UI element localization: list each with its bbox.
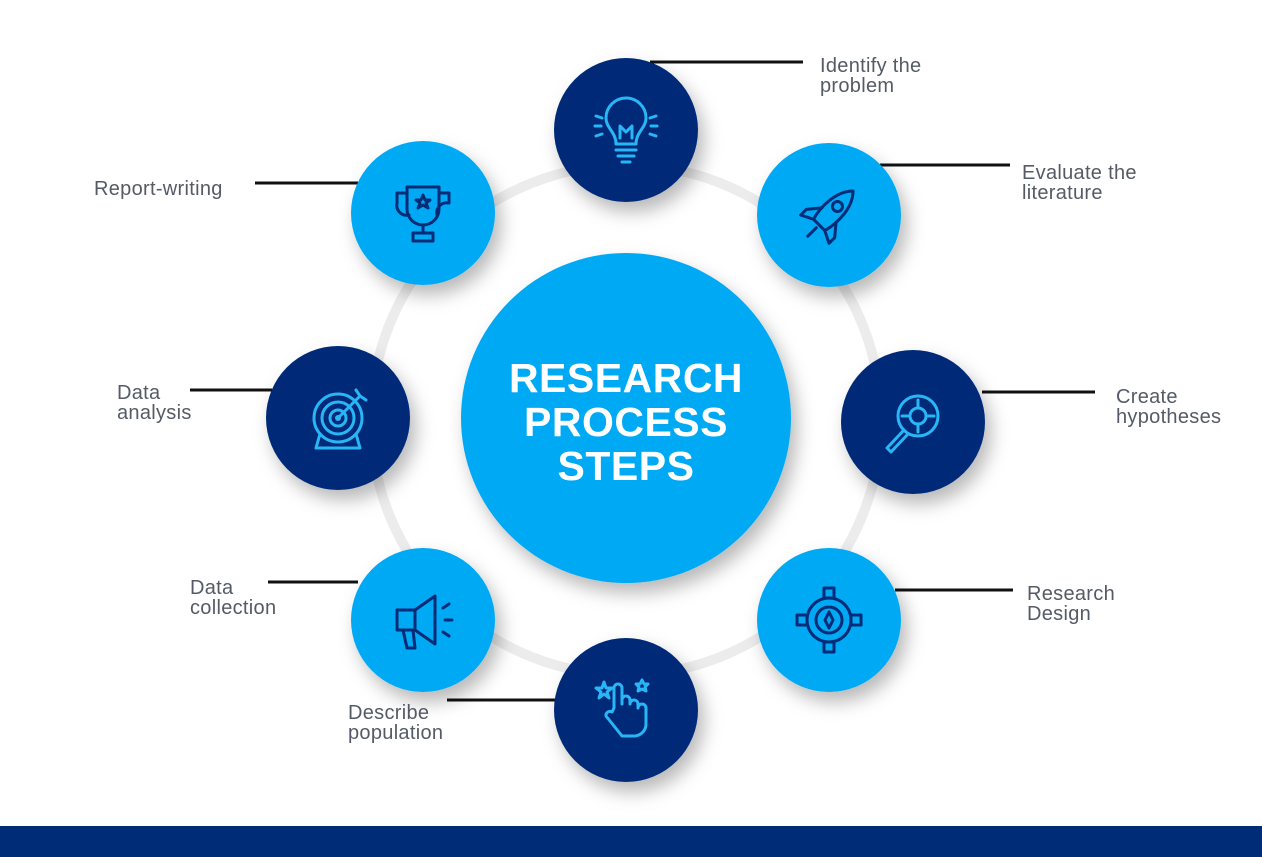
label-line: literature [1022, 182, 1103, 204]
label-report-writing: Report-writing [94, 179, 223, 199]
step-circle-collection [351, 548, 495, 692]
label-line: hypotheses [1116, 406, 1222, 428]
label-line: Report-writing [94, 178, 223, 200]
center-circle [461, 253, 791, 583]
footer-bar [0, 826, 1262, 857]
label-line: Design [1027, 603, 1092, 625]
title-line-2: PROCESS [524, 399, 728, 445]
label-line: Data [117, 382, 161, 404]
label-line: Identify the [820, 55, 922, 77]
step-circle-evaluate [757, 143, 901, 287]
diagram-title: RESEARCH PROCESS STEPS [461, 356, 791, 488]
step-circle-report [351, 141, 495, 285]
lightbulb-icon [593, 96, 659, 164]
step-circle-design [757, 548, 901, 692]
target-icon [312, 388, 368, 450]
label-line: collection [190, 597, 277, 619]
label-line: population [348, 722, 444, 744]
label-line: analysis [117, 402, 192, 424]
hand-pointer-icon [594, 678, 650, 738]
label-line: Research [1027, 583, 1115, 605]
trophy-icon [395, 185, 451, 243]
magnifier-target-icon [885, 394, 940, 454]
label-line: Evaluate the [1022, 162, 1137, 184]
megaphone-icon [395, 594, 454, 650]
title-line-1: RESEARCH [508, 355, 744, 401]
step-circle-describe [554, 638, 698, 782]
title-line-3: STEPS [557, 443, 695, 489]
label-line: Describe [348, 702, 430, 724]
label-line: problem [820, 75, 895, 97]
label-line: Data [190, 577, 234, 599]
gear-icon [795, 586, 863, 654]
label-line: Create [1116, 386, 1178, 408]
rocket-icon [799, 189, 855, 245]
connector-lines [190, 60, 1095, 702]
